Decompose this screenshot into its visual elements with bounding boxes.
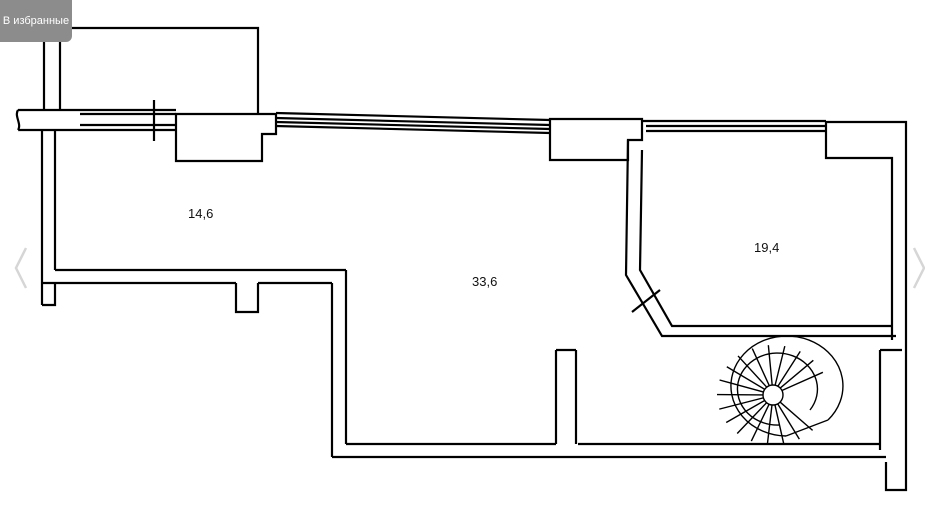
stair-step	[781, 371, 824, 392]
chevron-right-icon	[912, 247, 925, 289]
room-area-label: 19,4	[754, 240, 780, 255]
stair-step	[736, 402, 768, 434]
stair-step	[766, 404, 773, 445]
stair-step	[726, 366, 766, 390]
spiral-staircase	[716, 335, 844, 445]
left-outer-wall	[40, 130, 57, 305]
stair-step	[779, 401, 814, 431]
stair-step	[719, 379, 764, 393]
stair-step	[777, 350, 801, 387]
stair-step	[737, 355, 768, 388]
window-left	[80, 108, 176, 132]
add-to-favorites-button[interactable]: В избранные	[0, 0, 72, 42]
stair-step	[779, 359, 814, 389]
room-area-label: 14,6	[188, 206, 214, 221]
partition	[554, 348, 578, 444]
stair-step	[725, 399, 765, 424]
room1-bottom-wall	[42, 268, 346, 314]
stair-step	[751, 348, 770, 387]
stair-step	[719, 397, 764, 410]
room3-inner-wall	[624, 139, 896, 338]
right-outer-wall	[824, 120, 908, 492]
left-door-stub	[15, 108, 80, 132]
bottom-wall	[330, 270, 886, 459]
door-mark-2	[631, 289, 661, 313]
top-window	[275, 111, 551, 135]
balcony-wall	[42, 26, 260, 114]
stair-step	[750, 403, 770, 442]
chevron-left-icon	[14, 247, 28, 289]
next-image-button[interactable]	[912, 246, 925, 290]
left-wall-end	[42, 283, 57, 307]
prev-image-button[interactable]	[14, 246, 28, 290]
stair-step	[774, 345, 786, 386]
favorites-label: В избранные	[2, 15, 70, 27]
stair-step	[777, 403, 800, 440]
stair-step	[767, 345, 773, 386]
stair-wall	[878, 348, 902, 450]
stair-step	[774, 404, 785, 445]
column-1	[174, 112, 278, 163]
room-area-label: 33,6	[472, 274, 498, 289]
top-window-right	[642, 119, 826, 133]
